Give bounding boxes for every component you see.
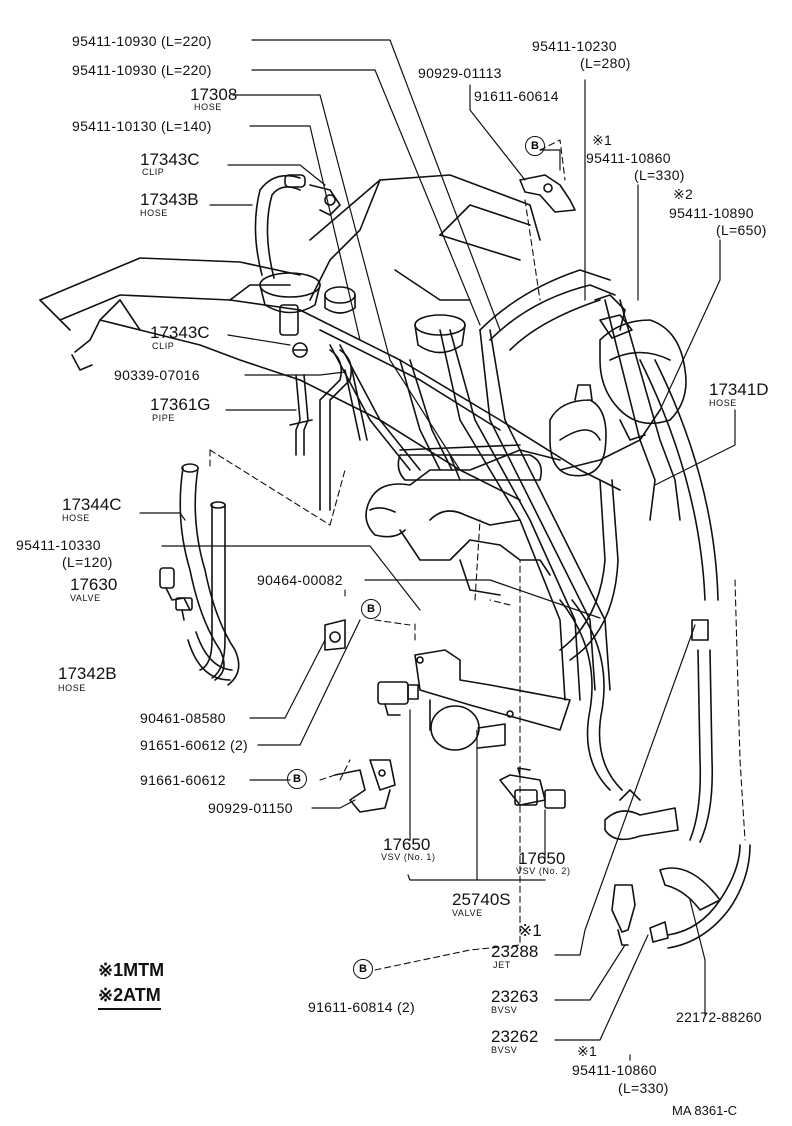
valve-17630 xyxy=(159,567,193,621)
top-brackets xyxy=(519,174,633,339)
label-95411-10860-b-len: (L=330) xyxy=(618,1080,669,1096)
label-90461-08580: 90461-08580 xyxy=(140,710,226,726)
label-90339-07016: 90339-07016 xyxy=(114,367,200,383)
throttle-tube xyxy=(397,454,543,481)
label-95411-10930-a: 95411-10930 (L=220) xyxy=(72,33,212,49)
bolt-marker-bottom: B xyxy=(353,959,373,979)
label-23263: 23263 xyxy=(491,987,539,1006)
label-95411-10890-len: (L=650) xyxy=(716,222,767,238)
label-17343b: 17343B xyxy=(140,190,199,209)
label-95411-10890-mark: ※2 xyxy=(673,186,694,202)
label-95411-10860-b: 95411-10860 xyxy=(572,1062,657,1078)
label-90464-00082: 90464-00082 xyxy=(257,572,343,588)
label-95411-10230: 95411-10230 xyxy=(532,38,617,54)
label-23288-sub: JET xyxy=(493,960,511,970)
label-95411-10860-a-len: (L=330) xyxy=(634,167,685,183)
label-90929-01113: 90929-01113 xyxy=(418,65,502,81)
label-17343c-b-sub: CLIP xyxy=(152,341,175,351)
label-17361g-sub: PIPE xyxy=(152,413,175,423)
reference-code: MA 8361-C xyxy=(672,1103,738,1118)
label-91611-60814: 91611-60814 (2) xyxy=(308,999,415,1015)
label-17650-vsv2-sub: VSV (No. 2) xyxy=(516,866,571,876)
engine-block-outline xyxy=(39,174,661,501)
label-90929-01150: 90929-01150 xyxy=(208,800,293,816)
label-17342b-sub: HOSE xyxy=(58,683,86,693)
legend-atm: ※2ATM xyxy=(98,985,161,1010)
label-23262: 23262 xyxy=(491,1027,539,1046)
label-23288-mark: ※1 xyxy=(518,921,542,940)
hose-17343b xyxy=(254,174,341,279)
label-95411-10860-a-mark: ※1 xyxy=(592,132,613,148)
vsv-bracket xyxy=(377,649,571,751)
vsv-no2 xyxy=(499,767,566,809)
label-23263-sub: BVSV xyxy=(491,1005,518,1015)
label-95411-10890: 95411-10890 xyxy=(669,205,754,221)
leader-lines xyxy=(139,39,736,1061)
bvsv-parts xyxy=(604,789,751,949)
label-17343c-a-sub: CLIP xyxy=(142,167,165,177)
label-25740s: 25740S xyxy=(452,890,511,909)
dashed-guides xyxy=(209,139,746,971)
label-95411-10230-len: (L=280) xyxy=(580,55,631,71)
label-95411-10330: 95411-10330 xyxy=(16,537,101,553)
label-95411-10860-a: 95411-10860 xyxy=(586,150,671,166)
label-17344c: 17344C xyxy=(62,495,122,514)
hose-17344c xyxy=(179,463,240,686)
label-17343c-a: 17343C xyxy=(140,150,200,169)
intake-manifold xyxy=(365,444,561,596)
hose-bundle xyxy=(329,269,719,791)
label-17630: 17630 xyxy=(70,575,118,594)
label-23262-sub: BVSV xyxy=(491,1045,518,1055)
label-17308-sub: HOSE xyxy=(194,102,222,112)
label-17650-vsv2: 17650 xyxy=(518,849,566,868)
right-hoses xyxy=(689,619,714,843)
clip-90461 xyxy=(324,619,346,651)
label-17341d: 17341D xyxy=(709,380,769,399)
label-17650-vsv1: 17650 xyxy=(383,835,431,854)
label-91661-60612: 91661-60612 xyxy=(140,772,226,788)
bolt-marker-top: B xyxy=(525,136,545,156)
bolt-marker-left: B xyxy=(287,769,307,789)
label-17650-vsv1-sub: VSV (No. 1) xyxy=(381,852,436,862)
label-17343c-b: 17343C xyxy=(150,323,210,342)
canister xyxy=(259,272,466,354)
label-17342b: 17342B xyxy=(58,664,117,683)
label-17341d-sub: HOSE xyxy=(709,398,737,408)
label-17308: 17308 xyxy=(190,85,238,104)
label-95411-10930-b: 95411-10930 (L=220) xyxy=(72,62,212,78)
distributor xyxy=(549,294,687,477)
label-95411-10860-b-mark: ※1 xyxy=(577,1043,598,1059)
label-91651-60612: 91651-60612 (2) xyxy=(140,737,249,753)
label-91611-60614: 91611-60614 xyxy=(474,88,559,104)
label-17361g: 17361G xyxy=(150,395,211,414)
label-25740s-sub: VALVE xyxy=(452,908,483,918)
bolt-marker-middle: B xyxy=(361,599,381,619)
pipe-17361g xyxy=(289,342,368,511)
label-17344c-sub: HOSE xyxy=(62,513,90,523)
label-95411-10130: 95411-10130 (L=140) xyxy=(72,118,212,134)
label-23288: 23288 xyxy=(491,942,539,961)
label-95411-10330-len: (L=120) xyxy=(62,554,113,570)
legend-mtm: ※1MTM xyxy=(98,960,165,980)
label-17630-sub: VALVE xyxy=(70,593,101,603)
label-17343b-sub: HOSE xyxy=(140,208,168,218)
label-22172-88260: 22172-88260 xyxy=(676,1009,762,1025)
bracket-90929-01150 xyxy=(334,759,396,813)
